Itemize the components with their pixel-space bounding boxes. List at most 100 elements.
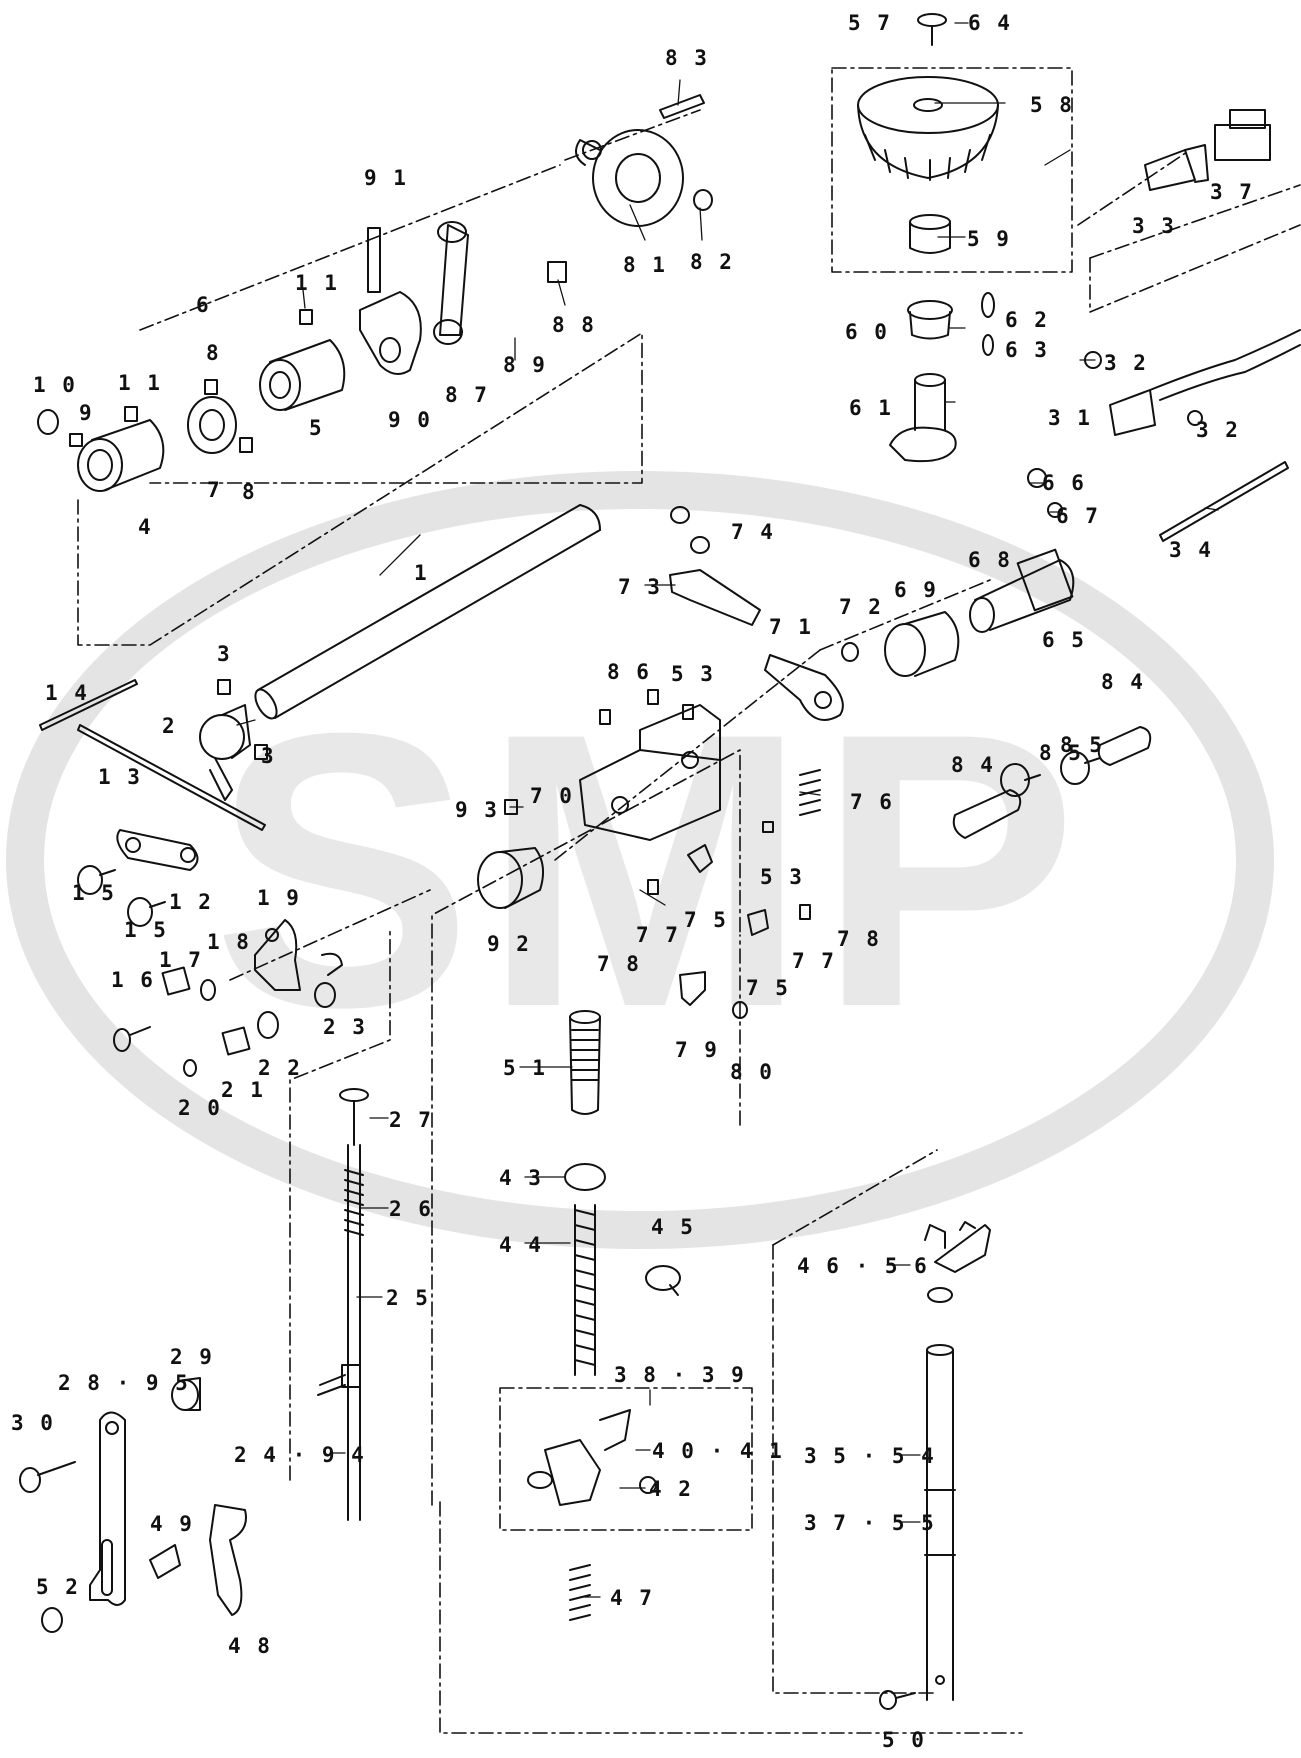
axis-line-1 <box>139 164 561 331</box>
callout-2: 2 <box>162 714 177 738</box>
part-17-nut <box>161 966 191 996</box>
callout-5: 5 <box>309 416 324 440</box>
callout-11a: 1 1 <box>295 271 339 295</box>
callout-32a: 3 2 <box>1104 351 1148 375</box>
part-7-collar <box>187 396 237 454</box>
callout-15b: 1 5 <box>124 918 168 942</box>
part-49-pin <box>149 1544 181 1579</box>
part-34-cable-tie <box>1159 461 1289 542</box>
callout-49: 4 9 <box>150 1512 194 1536</box>
part-50-screw <box>879 1690 916 1710</box>
part-44-spring <box>574 1204 596 1376</box>
callout-32b: 3 2 <box>1196 418 1240 442</box>
callout-45: 4 5 <box>651 1215 695 1239</box>
callout-27: 2 7 <box>389 1108 433 1132</box>
part-60-bushing <box>907 300 953 340</box>
callout-20: 2 0 <box>178 1096 222 1120</box>
part-18-washer <box>200 979 216 1001</box>
callout-22: 2 2 <box>258 1056 302 1080</box>
callout-77b: 7 7 <box>792 949 836 973</box>
callout-53b: 5 3 <box>760 865 804 889</box>
callout-3a: 3 <box>217 642 232 666</box>
part-58-knob <box>857 76 999 181</box>
callout-38-39: 3 8 · 3 9 <box>614 1363 746 1387</box>
part-92-bushing <box>477 847 545 909</box>
cable-box <box>1089 224 1301 313</box>
part-12-link <box>116 829 199 871</box>
part-31-switch <box>1109 329 1301 436</box>
part-47-spring <box>569 1564 591 1621</box>
callout-11b: 1 1 <box>118 371 162 395</box>
callout-7: 7 <box>207 478 222 502</box>
part-15-screw-b <box>127 897 166 927</box>
callout-52: 5 2 <box>36 1575 80 1599</box>
callout-91: 9 1 <box>364 166 408 190</box>
part-43-nut <box>564 1163 606 1191</box>
callout-47: 4 7 <box>610 1586 654 1610</box>
part-61-presser <box>889 373 957 463</box>
callout-93: 9 3 <box>455 798 499 822</box>
callout-72: 7 2 <box>839 595 883 619</box>
part-71-bracket <box>764 654 844 721</box>
callout-71: 7 1 <box>769 615 813 639</box>
oil-group-box <box>439 1501 1023 1734</box>
part-69-bushing <box>884 611 960 677</box>
callout-48: 4 8 <box>228 1634 272 1658</box>
part-30-screw <box>19 1461 76 1493</box>
part-35-rod <box>924 1344 956 1701</box>
callout-8b: 8 <box>242 480 257 504</box>
part-28-arm <box>89 1411 126 1606</box>
axis-line-5 <box>229 889 431 981</box>
callout-24-94: 2 4 · 9 4 <box>234 1443 366 1467</box>
callout-58: 5 8 <box>1030 93 1074 117</box>
callout-80: 8 0 <box>730 1060 774 1084</box>
callout-78b: 7 8 <box>837 927 881 951</box>
callout-83: 8 3 <box>665 46 709 70</box>
callout-17: 1 7 <box>159 948 203 972</box>
part-81-eccentric <box>575 129 684 227</box>
part-83-pin <box>659 94 705 119</box>
callout-43: 4 3 <box>499 1166 543 1190</box>
part-85-screw-a <box>1000 763 1041 797</box>
callout-44: 4 4 <box>499 1233 543 1257</box>
callout-23: 2 3 <box>323 1015 367 1039</box>
callout-63: 6 3 <box>1005 338 1049 362</box>
callout-15a: 1 5 <box>72 881 116 905</box>
part-16-screw <box>113 1026 151 1052</box>
part-90-crank <box>359 227 422 375</box>
part-59-bushing <box>909 214 951 254</box>
part-75-bracket-a <box>687 844 713 873</box>
part-33-connector <box>1144 109 1271 191</box>
small-set-screws <box>37 189 1203 1494</box>
callout-33: 3 3 <box>1132 214 1176 238</box>
part-52-screw <box>41 1607 63 1633</box>
callout-74: 7 4 <box>731 520 775 544</box>
callout-53a: 5 3 <box>671 662 715 686</box>
axis-line-4 <box>819 579 991 651</box>
part-70-block <box>579 704 721 841</box>
callout-3b: 3 <box>261 744 276 768</box>
callout-46-56: 4 6 · 5 6 <box>797 1254 929 1278</box>
callout-66: 6 6 <box>1042 471 1086 495</box>
callout-37-55: 3 7 · 5 5 <box>804 1511 936 1535</box>
callout-86: 8 6 <box>607 660 651 684</box>
callout-78a: 7 8 <box>597 952 641 976</box>
part-87-link <box>433 221 469 345</box>
callout-70: 7 0 <box>530 784 574 808</box>
part-15-screw-a <box>77 865 116 895</box>
callout-69: 6 9 <box>894 578 938 602</box>
callout-59: 5 9 <box>967 227 1011 251</box>
callout-26: 2 6 <box>389 1197 433 1221</box>
needle-bar-box <box>499 1387 753 1531</box>
callout-77a: 7 7 <box>636 923 680 947</box>
callout-89: 8 9 <box>503 353 547 377</box>
part-24-guide <box>317 1364 361 1396</box>
part-45-screw <box>645 1265 681 1296</box>
feed-shaft-box <box>77 332 643 646</box>
callout-4: 4 <box>138 515 153 539</box>
callout-73: 7 3 <box>618 575 662 599</box>
callout-92: 9 2 <box>487 932 531 956</box>
part-76-spring <box>799 769 821 816</box>
callout-79: 7 9 <box>675 1038 719 1062</box>
